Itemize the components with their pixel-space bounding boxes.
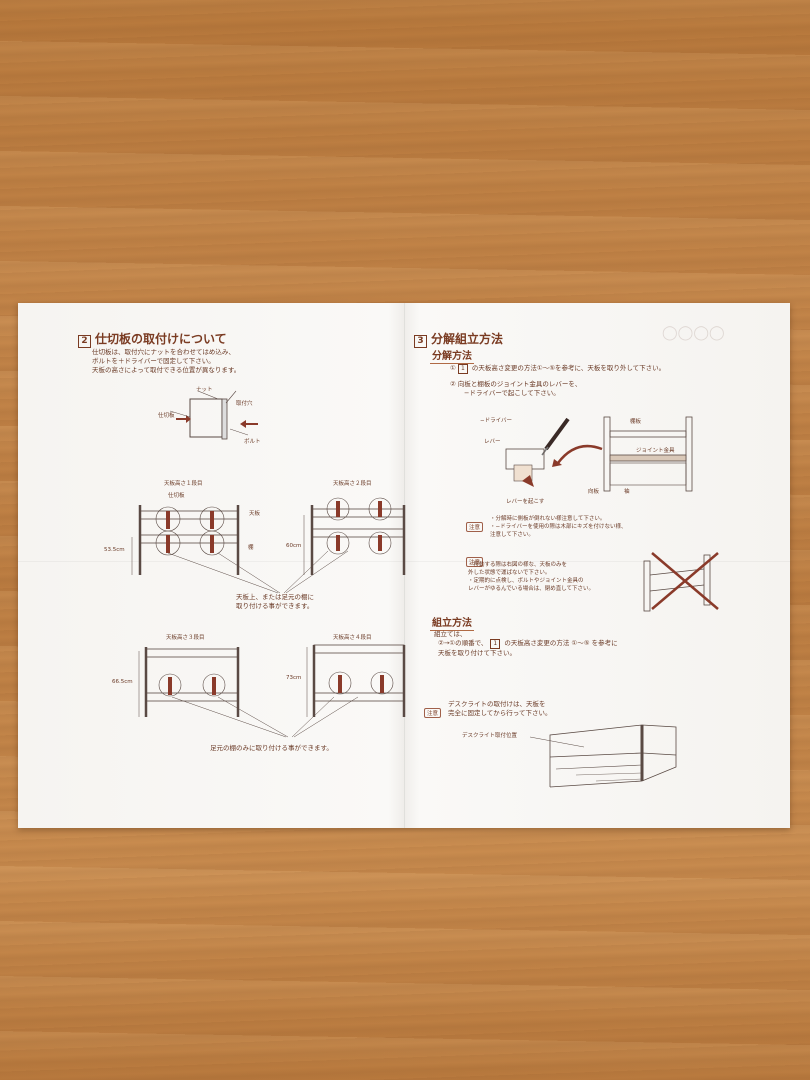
note-1-line: ・分解時に側板が倒れない様注意して下さい。	[490, 516, 606, 522]
desk-height-1-diagram	[131, 505, 240, 575]
disassembly-heading: 分解方法	[430, 347, 474, 364]
lamp-note: デスクライトの取付けは、天板を 完全に固定してから行って下さい。	[448, 700, 551, 718]
label-partition: 仕切板	[158, 413, 175, 419]
label-lever: レバー	[484, 439, 501, 445]
label-shelf-board: 棚板	[630, 419, 642, 425]
note-1-line: 注意して下さい。	[490, 532, 534, 538]
label-top: 天板	[249, 511, 261, 517]
note-lower: 足元の棚のみに取り付ける事ができます。	[210, 744, 333, 752]
note-2: ・移動する際は右図の様な、天板のみを 外した状態で運ばないで下さい。 ・定期的に…	[468, 561, 594, 593]
section-title-text: 仕切板の取付けについて	[95, 332, 227, 346]
left-intro: 仕切板は、取付穴にナットを合わせてはめ込み、 ボルトを＋ドライバーで固定して下さ…	[92, 348, 240, 375]
prohibited-carry-diagram	[643, 552, 719, 612]
assembly-line: の天板高さ変更の方法 ①〜⑤ を参考に	[504, 639, 618, 647]
label-bolt: ボルト	[244, 439, 261, 445]
label-front-board: 向板	[588, 489, 600, 495]
note-upper-line: 取り付ける事ができます。	[236, 602, 314, 610]
note-1-tag: 注意	[466, 514, 484, 533]
note-upper: 天板上、または足元の棚に 取り付ける事ができます。	[236, 593, 314, 611]
note-upper-line: 天板上、または足元の棚に	[236, 593, 314, 601]
desk-height-3-diagram	[138, 647, 240, 717]
partition-detail-diagram	[169, 390, 258, 440]
label-hole: 取付穴	[236, 401, 253, 407]
section-number: 3	[414, 335, 427, 348]
bleed-through-text: ◯◯◯◯	[662, 325, 725, 341]
height-label-1: 天板高さ１段目	[164, 481, 203, 487]
note-2-line: ・定期的に点検し、ボルトやジョイント金具の	[468, 578, 584, 584]
note-2-line: レバーがゆるんでいる場合は、閉め直して下さい。	[468, 586, 595, 592]
label-partition-diagram: 仕切板	[168, 493, 185, 499]
note-1-line: ・−ドライバーを使用の際は木部にキズを付けない様、	[490, 524, 627, 530]
lamp-pointer-line	[529, 736, 585, 748]
lamp-position-label: デスクライト取付位置	[462, 733, 518, 739]
assembly-line: 組立ては、	[434, 630, 467, 638]
instruction-sheet: 2 仕切板の取付けについて 仕切板は、取付穴にナットを合わせてはめ込み、 ボルトを…	[18, 303, 790, 828]
lamp-note-tag: 注意	[424, 700, 442, 719]
label-raise-lever: レバーを起こす	[506, 499, 545, 505]
lamp-note-line: デスクライトの取付けは、天板を	[448, 700, 546, 708]
height-dim-2: 60cm	[286, 543, 302, 549]
label-nut: ナット	[196, 387, 213, 393]
step-2-line: ② 向板と棚板のジョイント金具のレバーを、	[450, 380, 582, 388]
desk-height-4-diagram	[306, 644, 406, 717]
note-2-tag: 注意	[466, 549, 484, 568]
lever-diagram	[505, 416, 693, 492]
assembly-line: 天板を取り付けて下さい。	[438, 649, 516, 657]
assembly-heading: 組立方法	[430, 614, 474, 631]
step-2: ② 向板と棚板のジョイント金具のレバーを、 −ドライバーで起こして下さい。	[450, 380, 581, 398]
height-label-3: 天板高さ３段目	[166, 635, 205, 641]
desk-height-2-diagram	[303, 497, 406, 575]
label-driver: −ドライバー	[480, 418, 512, 424]
pointer-lines-lower	[171, 696, 359, 738]
label-shelf: 棚	[248, 545, 254, 551]
step-2-line: −ドライバーで起こして下さい。	[464, 389, 560, 397]
label-joint: ジョイント金具	[636, 448, 675, 454]
height-dim-4: 73cm	[286, 675, 302, 681]
assembly-line: ②→①の順番で、	[438, 639, 488, 647]
label-side: 袖	[624, 489, 630, 495]
note-2-line: ・移動する際は右図の様な、天板のみを	[468, 562, 568, 568]
section-title-text: 分解組立方法	[431, 332, 504, 346]
note-1: ・分解時に側板が倒れない様注意して下さい。 ・−ドライバーを使用の際は木部にキズ…	[490, 515, 627, 539]
intro-line: ボルトを＋ドライバーで固定して下さい。	[92, 357, 215, 365]
height-dim-3: 66.5cm	[112, 679, 133, 685]
height-dim-1: 53.5cm	[104, 547, 125, 553]
height-label-4: 天板高さ４段目	[333, 635, 372, 641]
right-section-title: 3 分解組立方法	[414, 330, 503, 348]
assembly-box: 1	[490, 639, 501, 649]
note-tag: 注意	[424, 708, 442, 718]
left-section-title: 2 仕切板の取付けについて	[78, 330, 227, 348]
note-tag: 注意	[466, 522, 484, 532]
step-1-prefix: ①	[450, 364, 456, 372]
lamp-note-line: 完全に固定してから行って下さい。	[448, 709, 552, 717]
height-label-2: 天板高さ２段目	[333, 481, 372, 487]
desk-lamp-diagram	[549, 724, 677, 788]
step-1-box: 1	[457, 364, 468, 374]
pointer-lines-upper	[167, 550, 349, 594]
intro-line: 天板の高さによって取付できる位置が異なります。	[92, 366, 241, 374]
note-tag: 注意	[466, 557, 484, 567]
intro-line: 仕切板は、取付穴にナットを合わせてはめ込み、	[92, 348, 235, 356]
step-1-text: の天板高さ変更の方法①〜⑤を参考に、天板を取り外して下さい。	[471, 364, 666, 372]
note-2-line: 外した状態で運ばないで下さい。	[468, 570, 551, 576]
section-number: 2	[78, 335, 91, 348]
